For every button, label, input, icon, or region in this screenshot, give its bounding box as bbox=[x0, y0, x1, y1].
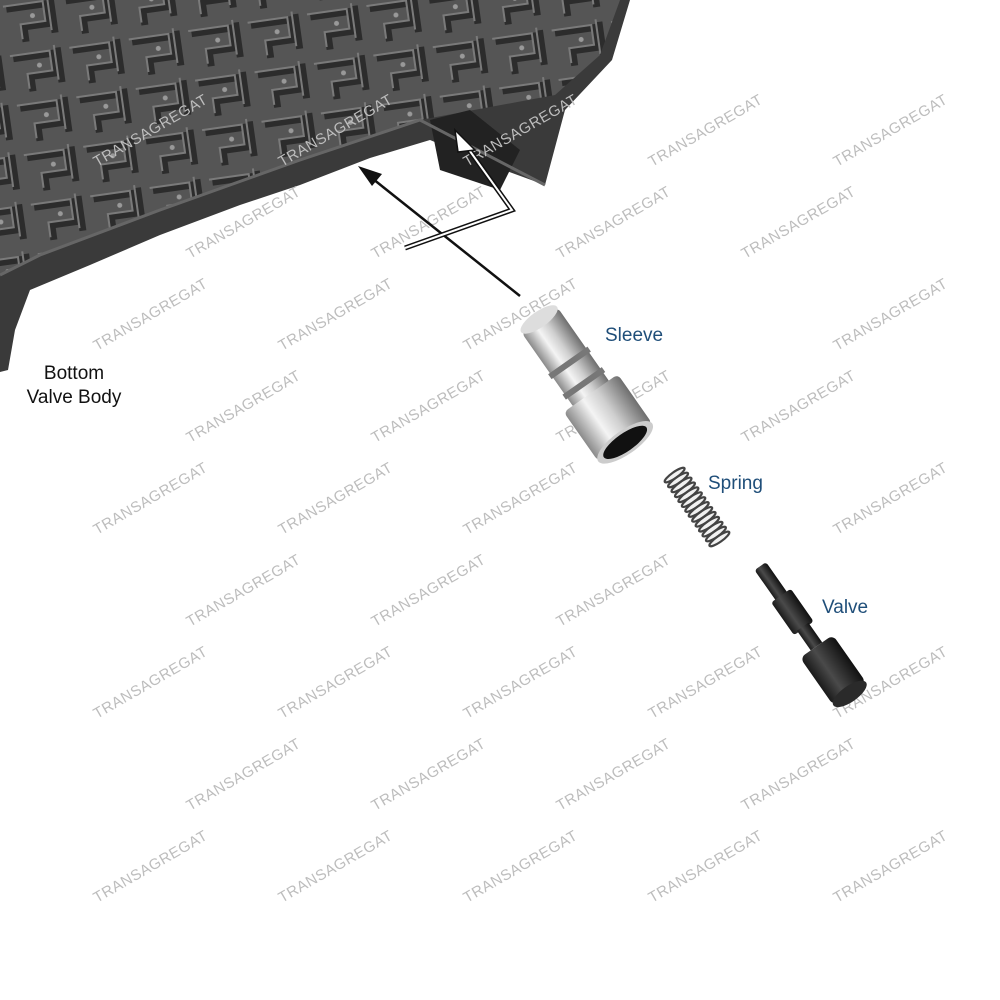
watermark-text: TRANSAGREGAT bbox=[831, 275, 951, 354]
watermark-text: TRANSAGREGAT bbox=[831, 91, 951, 170]
watermark-text: TRANSAGREGAT bbox=[461, 643, 581, 722]
watermark-text: TRANSAGREGAT bbox=[91, 827, 211, 906]
watermark-text: TRANSAGREGAT bbox=[646, 643, 766, 722]
valve-part bbox=[755, 563, 867, 708]
watermark-text: TRANSAGREGAT bbox=[184, 367, 304, 446]
watermark-text: TRANSAGREGAT bbox=[646, 827, 766, 906]
spring-part bbox=[663, 465, 731, 549]
watermark-text: TRANSAGREGAT bbox=[276, 643, 396, 722]
watermark-text: TRANSAGREGAT bbox=[276, 827, 396, 906]
watermark-text: TRANSAGREGAT bbox=[554, 183, 674, 262]
watermark-text: TRANSAGREGAT bbox=[831, 827, 951, 906]
watermark-text: TRANSAGREGAT bbox=[739, 183, 859, 262]
watermark-text: TRANSAGREGAT bbox=[91, 643, 211, 722]
bottom-valve-body-label: Bottom Valve Body bbox=[14, 362, 134, 410]
watermark-text: TRANSAGREGAT bbox=[184, 551, 304, 630]
watermark-text: TRANSAGREGAT bbox=[461, 827, 581, 906]
watermark-text: TRANSAGREGAT bbox=[369, 367, 489, 446]
watermark-text: TRANSAGREGAT bbox=[461, 459, 581, 538]
watermark-text: TRANSAGREGAT bbox=[91, 459, 211, 538]
bottom-valve-body-line1: Bottom bbox=[43, 363, 105, 384]
sleeve-part bbox=[520, 305, 654, 464]
spring-coil bbox=[708, 530, 731, 548]
watermark-text: TRANSAGREGAT bbox=[91, 275, 211, 354]
sleeve-label: Sleeve bbox=[605, 325, 664, 346]
spring-label: Spring bbox=[708, 473, 763, 494]
valve-label: Valve bbox=[822, 597, 869, 618]
arrowhead-icon bbox=[358, 166, 382, 186]
watermark-text: TRANSAGREGAT bbox=[184, 735, 304, 814]
watermark-text: TRANSAGREGAT bbox=[369, 735, 489, 814]
watermark-text: TRANSAGREGAT bbox=[276, 459, 396, 538]
watermark-text: TRANSAGREGAT bbox=[276, 275, 396, 354]
install-arrows bbox=[358, 127, 521, 297]
watermark-text: TRANSAGREGAT bbox=[369, 551, 489, 630]
watermark-text: TRANSAGREGAT bbox=[739, 735, 859, 814]
watermark-text: TRANSAGREGAT bbox=[554, 551, 674, 630]
watermark-layer: TRANSAGREGAT TRANSAGREGAT TRANSAGREGAT TRAN… bbox=[91, 91, 951, 906]
watermark-text: TRANSAGREGAT bbox=[646, 91, 766, 170]
watermark-text: TRANSAGREGAT bbox=[831, 459, 951, 538]
watermark-text: TRANSAGREGAT bbox=[554, 735, 674, 814]
bottom-valve-body-line2: Valve Body bbox=[26, 387, 122, 408]
arrowhead-outline-icon bbox=[453, 127, 477, 153]
watermark-text: TRANSAGREGAT bbox=[739, 367, 859, 446]
